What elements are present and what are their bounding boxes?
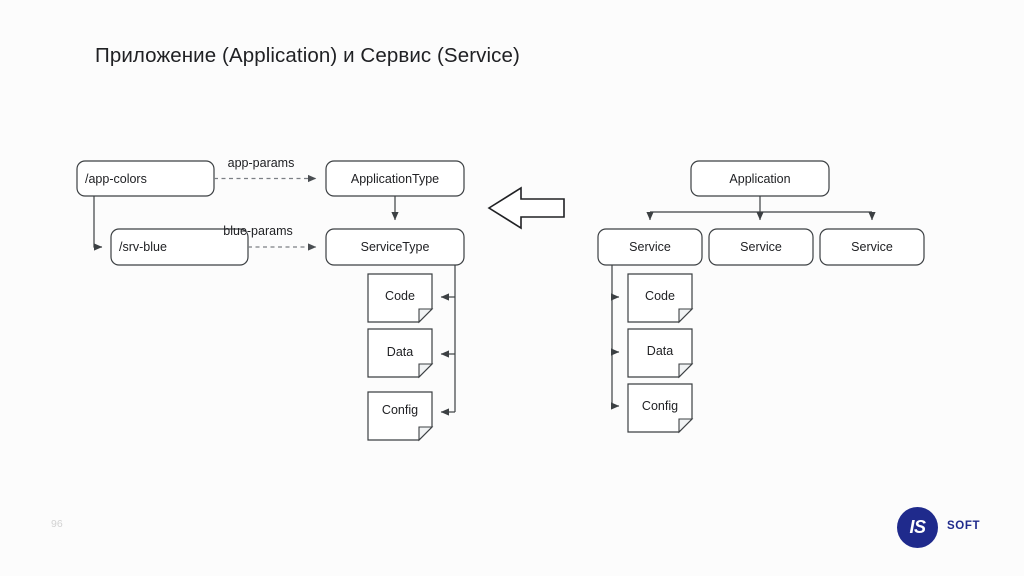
document-right-config[interactable] [627, 383, 694, 434]
document-left-data[interactable] [367, 328, 434, 379]
logo-wordmark: SOFT [947, 520, 981, 532]
left-block-arrow [487, 186, 565, 230]
box-app-colors[interactable] [76, 160, 215, 197]
box-service-3[interactable] [819, 228, 925, 266]
document-right-code[interactable] [627, 273, 694, 324]
document-left-code[interactable] [367, 273, 434, 324]
box-srv-blue[interactable] [110, 228, 249, 266]
logo: IS SOFT [897, 506, 1007, 552]
document-right-data[interactable] [627, 328, 694, 379]
logo-mark: IS [909, 517, 926, 537]
edge-appcolors-to-srvblue [93, 196, 103, 251]
slide-title: Приложение (Application) и Сервис (Servi… [95, 44, 520, 67]
document-left-config[interactable] [367, 391, 434, 442]
page-number: 96 [51, 518, 63, 530]
edge-application-bus [650, 196, 872, 213]
box-application-type[interactable] [325, 160, 465, 197]
box-service-2[interactable] [708, 228, 814, 266]
logo-circle-icon [897, 507, 938, 548]
box-service-type[interactable] [325, 228, 465, 266]
box-application[interactable] [690, 160, 830, 197]
box-service-1[interactable] [597, 228, 703, 266]
